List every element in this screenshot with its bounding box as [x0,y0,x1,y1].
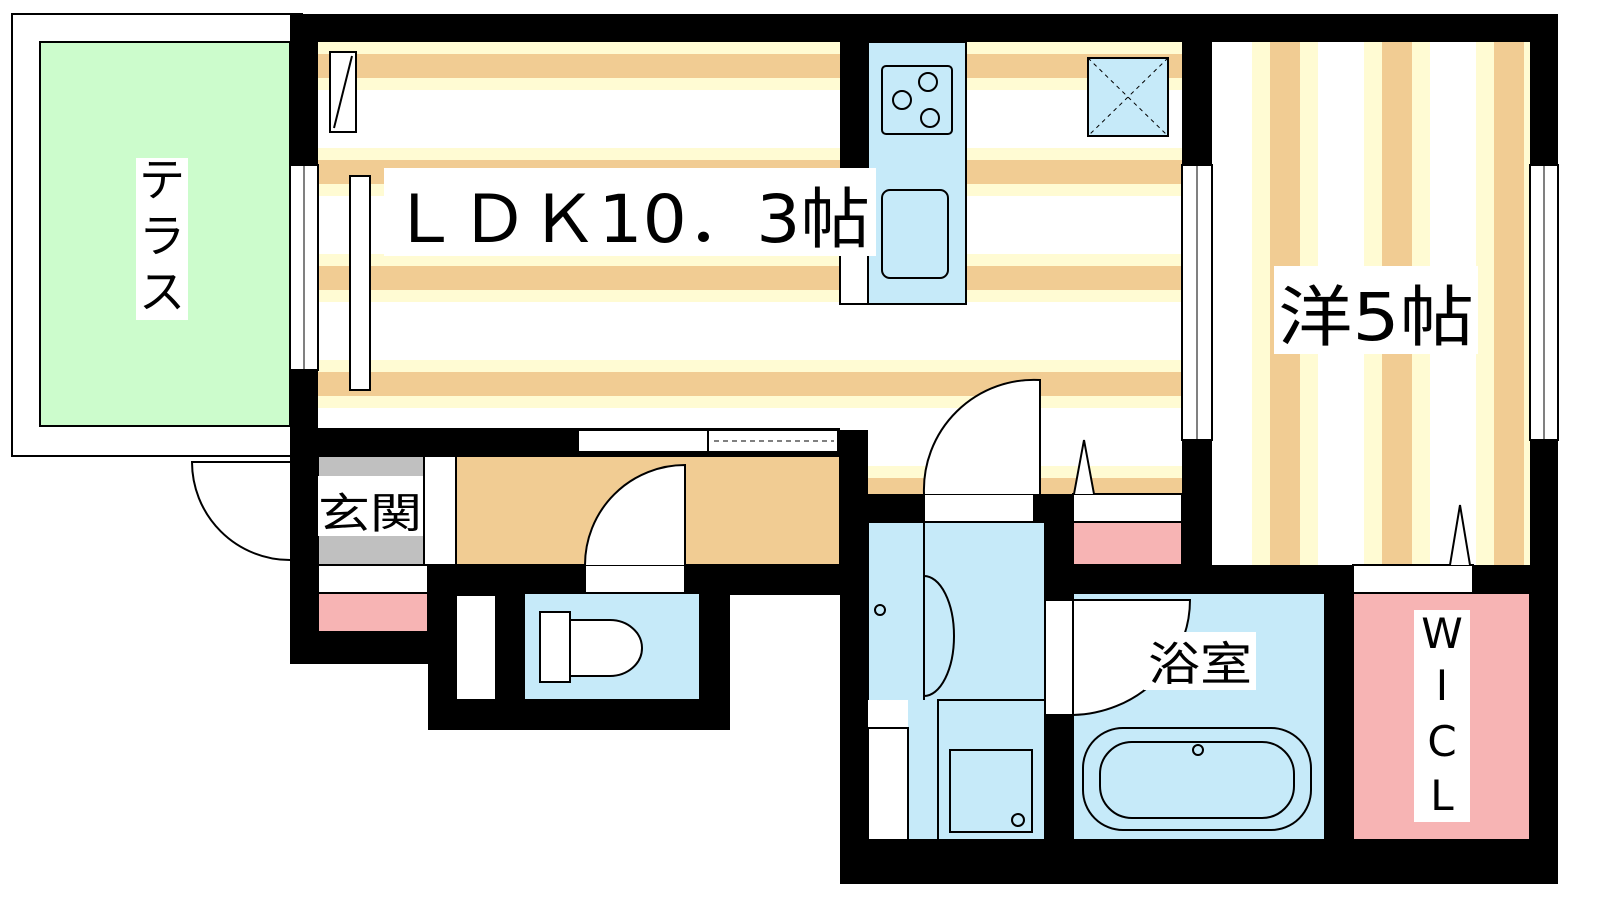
wic-label-3: C [1427,717,1456,766]
stove-icon [881,65,953,135]
wic-label-4: L [1430,771,1454,820]
terrace [11,13,303,457]
washing-machine-space [949,749,1033,833]
shelf-icon [349,175,371,391]
wic-label-2: I [1436,661,1448,710]
terrace-label-1: テ [139,153,185,207]
western-room-label: 洋5帖 [1278,279,1474,356]
sink-icon [881,189,949,279]
ldk-label: ＬＤＫ10．3帖 [390,181,870,258]
bathroom [1044,592,1326,841]
washbasin-icon [923,575,955,697]
ldk-floor [318,42,1182,494]
wic-label-1: W [1421,609,1463,658]
front-door [190,461,291,561]
fridge-space-icon [1087,57,1169,137]
bath-label: 浴室 [1148,637,1252,691]
toilet-room [523,463,701,701]
labels: テ ラ ス ＬＤＫ10．3帖 洋5帖 玄関 浴室 W I C L [136,153,1478,822]
terrace-label-2: ラ [139,209,185,263]
pipe-space [455,594,497,701]
walls [290,14,1558,884]
washroom [867,378,1046,841]
storage-pink [1072,439,1183,566]
toilet-icon [539,611,571,683]
entrance-label: 玄関 [318,489,422,538]
entrance [317,455,457,633]
terrace-label-3: ス [139,265,185,319]
bathtub-icon [1082,727,1312,831]
windows [289,164,1559,453]
